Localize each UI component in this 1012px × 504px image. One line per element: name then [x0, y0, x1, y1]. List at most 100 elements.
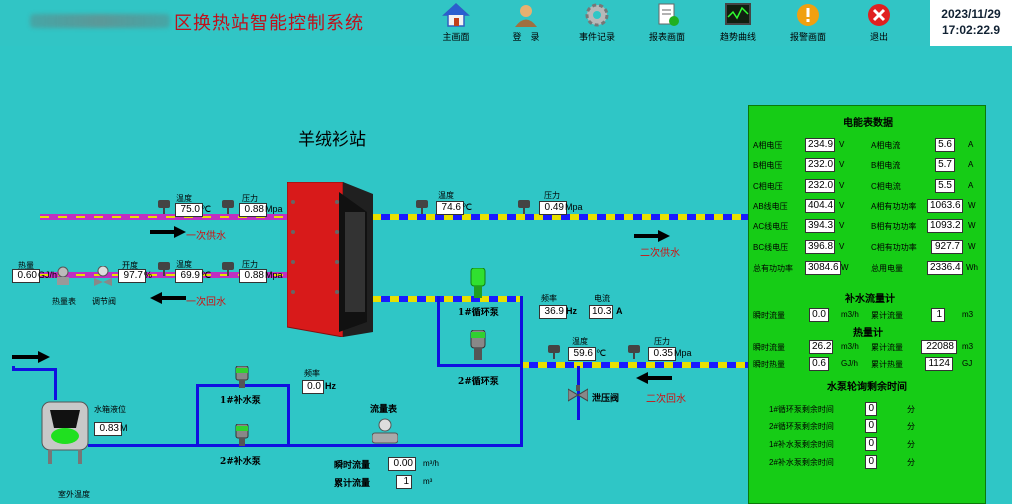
primary-supply-press-label: 压力 — [242, 194, 258, 203]
makeup-total-value: 1 — [931, 308, 945, 322]
heat-total-label: 累计流量 — [871, 343, 903, 352]
opening-label: 开度 — [122, 261, 138, 270]
pipe-dash — [40, 216, 290, 218]
secondary-supply-pipe — [372, 214, 748, 220]
unit: Hz — [566, 306, 577, 316]
clock: 2023/11/29 17:02:22.9 — [930, 0, 1012, 46]
makeup-total-label: 累计流量 — [871, 311, 903, 320]
power-value: 3084.6 — [805, 261, 841, 275]
power-value: 2336.4 — [927, 261, 963, 275]
makeup-main-pipe — [88, 444, 523, 447]
heat-inst-value: 26.2 — [809, 340, 833, 354]
gear-icon — [585, 3, 609, 27]
heat-exchanger — [287, 182, 373, 337]
unit: M — [120, 423, 128, 433]
pump-rotation-title: 水泵轮询剩余时间 — [827, 382, 907, 393]
home-icon — [442, 2, 470, 27]
makeup-pump-1-icon[interactable] — [234, 366, 250, 388]
circ-pump-2-icon[interactable] — [468, 330, 488, 362]
heat-rate-label: 瞬时热量 — [753, 360, 785, 369]
nav-login-button[interactable]: 登 录 — [498, 2, 554, 44]
power-label: B相电流 — [871, 161, 901, 170]
unit: A — [616, 306, 623, 316]
flow-right-arrow-icon — [634, 230, 670, 242]
power-label: C相电流 — [871, 182, 901, 191]
circ-current: 10.3 — [589, 305, 613, 319]
pump-loop-bottom — [437, 364, 523, 367]
regulating-valve-icon[interactable] — [94, 266, 112, 288]
power-value: 1063.6 — [927, 199, 963, 213]
secondary-supply-press-label: 压力 — [544, 191, 560, 200]
makeup-pump-2-label: 2#补水泵 — [220, 457, 261, 467]
pump-loop-left — [437, 296, 440, 366]
rotation-unit: 分 — [907, 422, 915, 431]
relief-valve-icon[interactable] — [568, 385, 588, 405]
pipe-dash — [40, 274, 290, 276]
heat-inst-label: 瞬时流量 — [753, 343, 785, 352]
makeup-freq: 0.0 — [302, 380, 324, 394]
flow-meter-label: 流量表 — [370, 405, 398, 415]
unit: m³/h — [423, 459, 439, 468]
nav-alarm-button[interactable]: 报警画面 — [780, 2, 836, 44]
power-unit: W — [968, 201, 976, 210]
heat-meter-icon — [57, 266, 69, 285]
rotation-value: 0 — [865, 419, 877, 433]
alarm-icon — [797, 4, 819, 26]
power-unit: W — [968, 221, 976, 230]
unit: ℃ — [462, 202, 473, 212]
makeup-inst-label: 瞬时流量 — [753, 311, 785, 320]
makeup-freq-label: 频率 — [304, 369, 320, 378]
unit: Mpa — [674, 348, 692, 358]
inlet-right-arrow-icon — [12, 351, 50, 363]
unit: Mpa — [265, 270, 283, 280]
clock-date: 2023/11/29 — [941, 7, 1001, 21]
hx-to-pump-pipe — [372, 296, 520, 302]
total-flow-label: 累计流量 — [334, 479, 371, 489]
primary-supply-temp-label: 温度 — [176, 194, 192, 203]
unit: Mpa — [265, 204, 283, 214]
nav-main-button[interactable]: 主画面 — [428, 2, 484, 44]
flow-left-arrow-icon — [150, 292, 186, 304]
power-value: 396.8 — [805, 240, 835, 254]
rotation-label: 1#循环泵剩余时间 — [769, 405, 834, 414]
circ-pump-2-label: 2#循环泵 — [458, 377, 499, 387]
nav-exit-button[interactable]: 退出 — [851, 2, 907, 44]
circ-pump-1-icon[interactable] — [468, 268, 488, 300]
flow-meter-icon — [372, 418, 398, 444]
power-unit: W — [841, 263, 849, 272]
primary-supply-label: 一次供水 — [186, 231, 226, 242]
total-flow: 1 — [396, 475, 412, 489]
unit: Hz — [325, 381, 336, 391]
relief-valve-label: 泄压阀 — [592, 394, 620, 404]
top-bar — [0, 0, 1012, 46]
heat-rate-unit: GJ/h — [841, 359, 858, 368]
heat-total-unit: m3 — [962, 342, 974, 351]
nav-events-button[interactable]: 事件记录 — [569, 2, 625, 44]
power-value: 5.6 — [935, 138, 955, 152]
heat-sum-value: 1124 — [925, 357, 953, 371]
nav-report-button[interactable]: 报表画面 — [639, 2, 695, 44]
secondary-supply-label: 二次供水 — [640, 248, 680, 259]
rotation-label: 1#补水泵剩余时间 — [769, 440, 834, 449]
nav-trend-button[interactable]: 趋势曲线 — [710, 2, 766, 44]
power-value: 234.9 — [805, 138, 835, 152]
circ-freq: 36.9 — [539, 305, 567, 319]
makeup-pump-1-label: 1#补水泵 — [220, 396, 261, 406]
user-icon — [515, 5, 537, 27]
rotation-value: 0 — [865, 402, 877, 416]
power-unit: Wh — [966, 263, 978, 272]
makeup-pump-2-icon[interactable] — [234, 424, 250, 446]
temp-gauge-icon — [158, 262, 170, 276]
secondary-return-label: 二次回水 — [646, 394, 686, 405]
power-meter-title: 电能表数据 — [843, 118, 893, 129]
power-label: A相电压 — [753, 141, 783, 150]
power-value: 1093.2 — [927, 219, 963, 233]
heat-meter-label: 热量表 — [52, 297, 76, 306]
secondary-supply-press: 0.49 — [539, 201, 567, 215]
temp-gauge-icon — [158, 200, 170, 214]
primary-supply-temp: 75.0 — [175, 203, 203, 217]
power-value: 232.0 — [805, 158, 835, 172]
power-unit: A — [968, 181, 974, 190]
power-label: C相有功功率 — [871, 243, 917, 252]
flow-left-arrow-icon — [636, 372, 672, 384]
